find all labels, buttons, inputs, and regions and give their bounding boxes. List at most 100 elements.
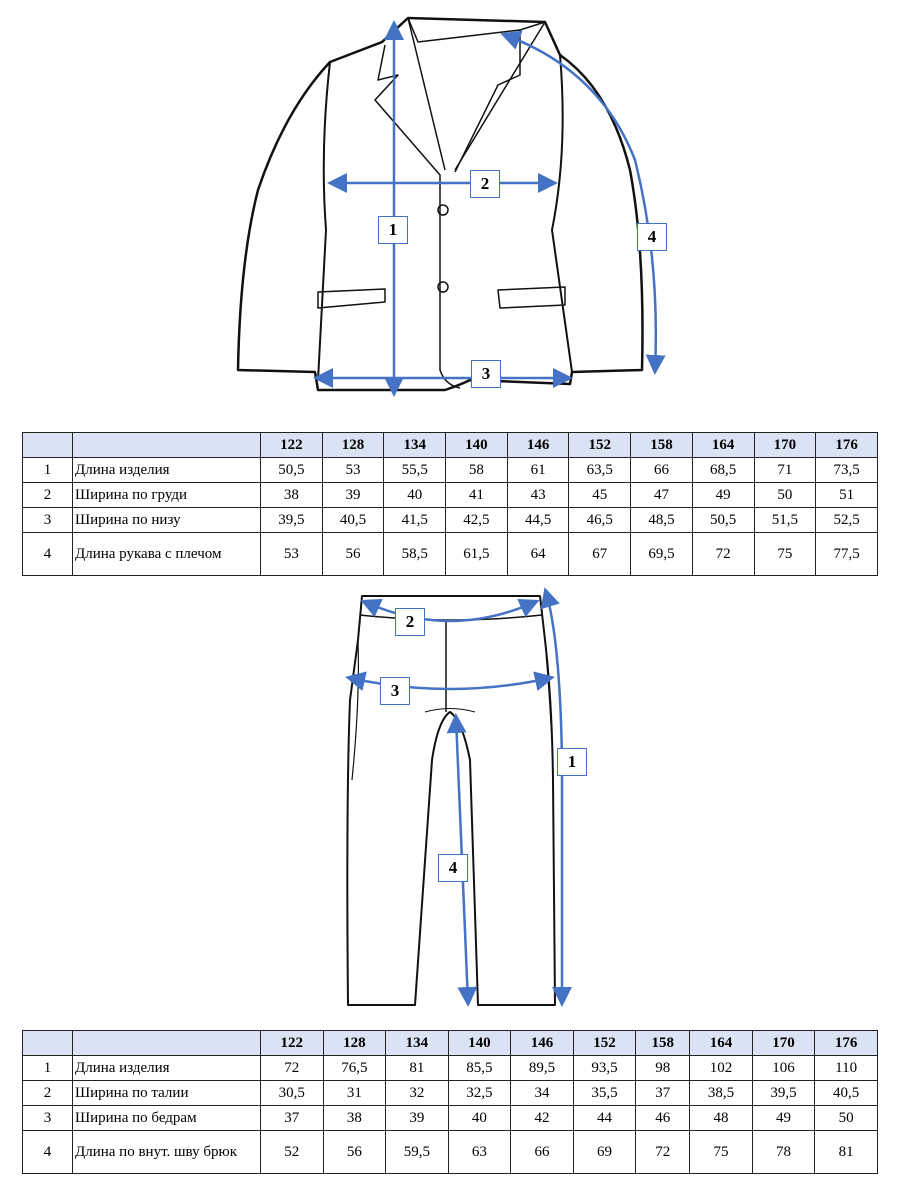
size-header: 152: [572, 1030, 637, 1056]
size-value: 39: [385, 1105, 449, 1131]
size-value: 45: [568, 482, 632, 508]
size-value: 63,5: [568, 457, 632, 483]
header-corner: [22, 1030, 73, 1056]
size-value: 89,5: [510, 1055, 574, 1081]
size-value: 98: [635, 1055, 691, 1081]
size-value: 102: [689, 1055, 753, 1081]
row-label: Длина изделия: [72, 457, 261, 483]
size-value: 37: [635, 1080, 691, 1106]
size-value: 81: [814, 1130, 878, 1174]
size-value: 68,5: [691, 457, 755, 483]
size-value: 58,5: [383, 532, 447, 576]
header-label: [72, 1030, 261, 1056]
size-value: 67: [568, 532, 632, 576]
jacket-marker-4: 4: [637, 223, 667, 251]
size-value: 64: [506, 532, 570, 576]
size-value: 48,5: [630, 507, 693, 533]
size-value: 35,5: [572, 1080, 637, 1106]
size-value: 47: [630, 482, 693, 508]
size-value: 40: [383, 482, 447, 508]
size-value: 49: [691, 482, 755, 508]
size-value: 69,5: [630, 532, 693, 576]
jacket-measure-arrows: [313, 19, 666, 397]
size-value: 37: [260, 1105, 324, 1131]
jacket-marker-3: 3: [471, 360, 501, 388]
row-label: Ширина по груди: [72, 482, 261, 508]
size-value: 32: [385, 1080, 449, 1106]
size-header: 164: [691, 432, 755, 458]
size-header: 146: [510, 1030, 574, 1056]
row-number: 2: [22, 482, 73, 508]
size-value: 41,5: [383, 507, 447, 533]
size-value: 46: [635, 1105, 691, 1131]
size-value: 66: [510, 1130, 574, 1174]
row-label: Ширина по талии: [72, 1080, 261, 1106]
row-number: 2: [22, 1080, 73, 1106]
row-label: Ширина по низу: [72, 507, 261, 533]
size-value: 85,5: [447, 1055, 512, 1081]
size-value: 71: [753, 457, 817, 483]
size-value: 72: [635, 1130, 691, 1174]
size-value: 59,5: [385, 1130, 449, 1174]
row-label: Длина по внут. шву брюк: [72, 1130, 261, 1174]
row-label: Длина изделия: [72, 1055, 261, 1081]
size-value: 53: [260, 532, 323, 576]
size-header: 170: [751, 1030, 816, 1056]
size-value: 44,5: [506, 507, 570, 533]
size-value: 66: [630, 457, 693, 483]
size-value: 38,5: [689, 1080, 753, 1106]
size-header: 128: [321, 432, 385, 458]
row-number: 4: [22, 1130, 73, 1174]
size-header: 176: [814, 1030, 878, 1056]
row-number: 1: [22, 457, 73, 483]
size-value: 39,5: [751, 1080, 816, 1106]
size-header: 134: [385, 1030, 449, 1056]
size-value: 38: [260, 482, 323, 508]
size-header: 158: [630, 432, 693, 458]
size-value: 50: [753, 482, 817, 508]
size-value: 61,5: [445, 532, 508, 576]
size-header: 140: [447, 1030, 512, 1056]
jacket-marker-1: 1: [378, 216, 408, 244]
size-header: 176: [815, 432, 878, 458]
size-value: 81: [385, 1055, 449, 1081]
size-value: 49: [751, 1105, 816, 1131]
size-value: 75: [689, 1130, 753, 1174]
size-header: 128: [322, 1030, 387, 1056]
size-value: 48: [689, 1105, 753, 1131]
pants-marker-1: 1: [557, 748, 587, 776]
size-value: 69: [572, 1130, 637, 1174]
size-header: 140: [445, 432, 508, 458]
row-number: 3: [22, 1105, 73, 1131]
size-value: 63: [447, 1130, 512, 1174]
size-header: 152: [568, 432, 632, 458]
size-value: 43: [506, 482, 570, 508]
size-header: 134: [383, 432, 447, 458]
size-value: 42,5: [445, 507, 508, 533]
size-value: 58: [445, 457, 508, 483]
size-header: 122: [260, 1030, 324, 1056]
size-value: 72: [260, 1055, 324, 1081]
size-header: 170: [753, 432, 817, 458]
size-value: 110: [814, 1055, 878, 1081]
size-value: 41: [445, 482, 508, 508]
size-value: 50,5: [691, 507, 755, 533]
size-value: 78: [751, 1130, 816, 1174]
row-label: Длина рукава с плечом: [72, 532, 261, 576]
size-value: 75: [753, 532, 817, 576]
row-number: 4: [22, 532, 73, 576]
size-value: 39: [321, 482, 385, 508]
pants-outline: [346, 595, 556, 1006]
size-value: 52,5: [815, 507, 878, 533]
pants-marker-2: 2: [395, 608, 425, 636]
size-header: 146: [506, 432, 570, 458]
